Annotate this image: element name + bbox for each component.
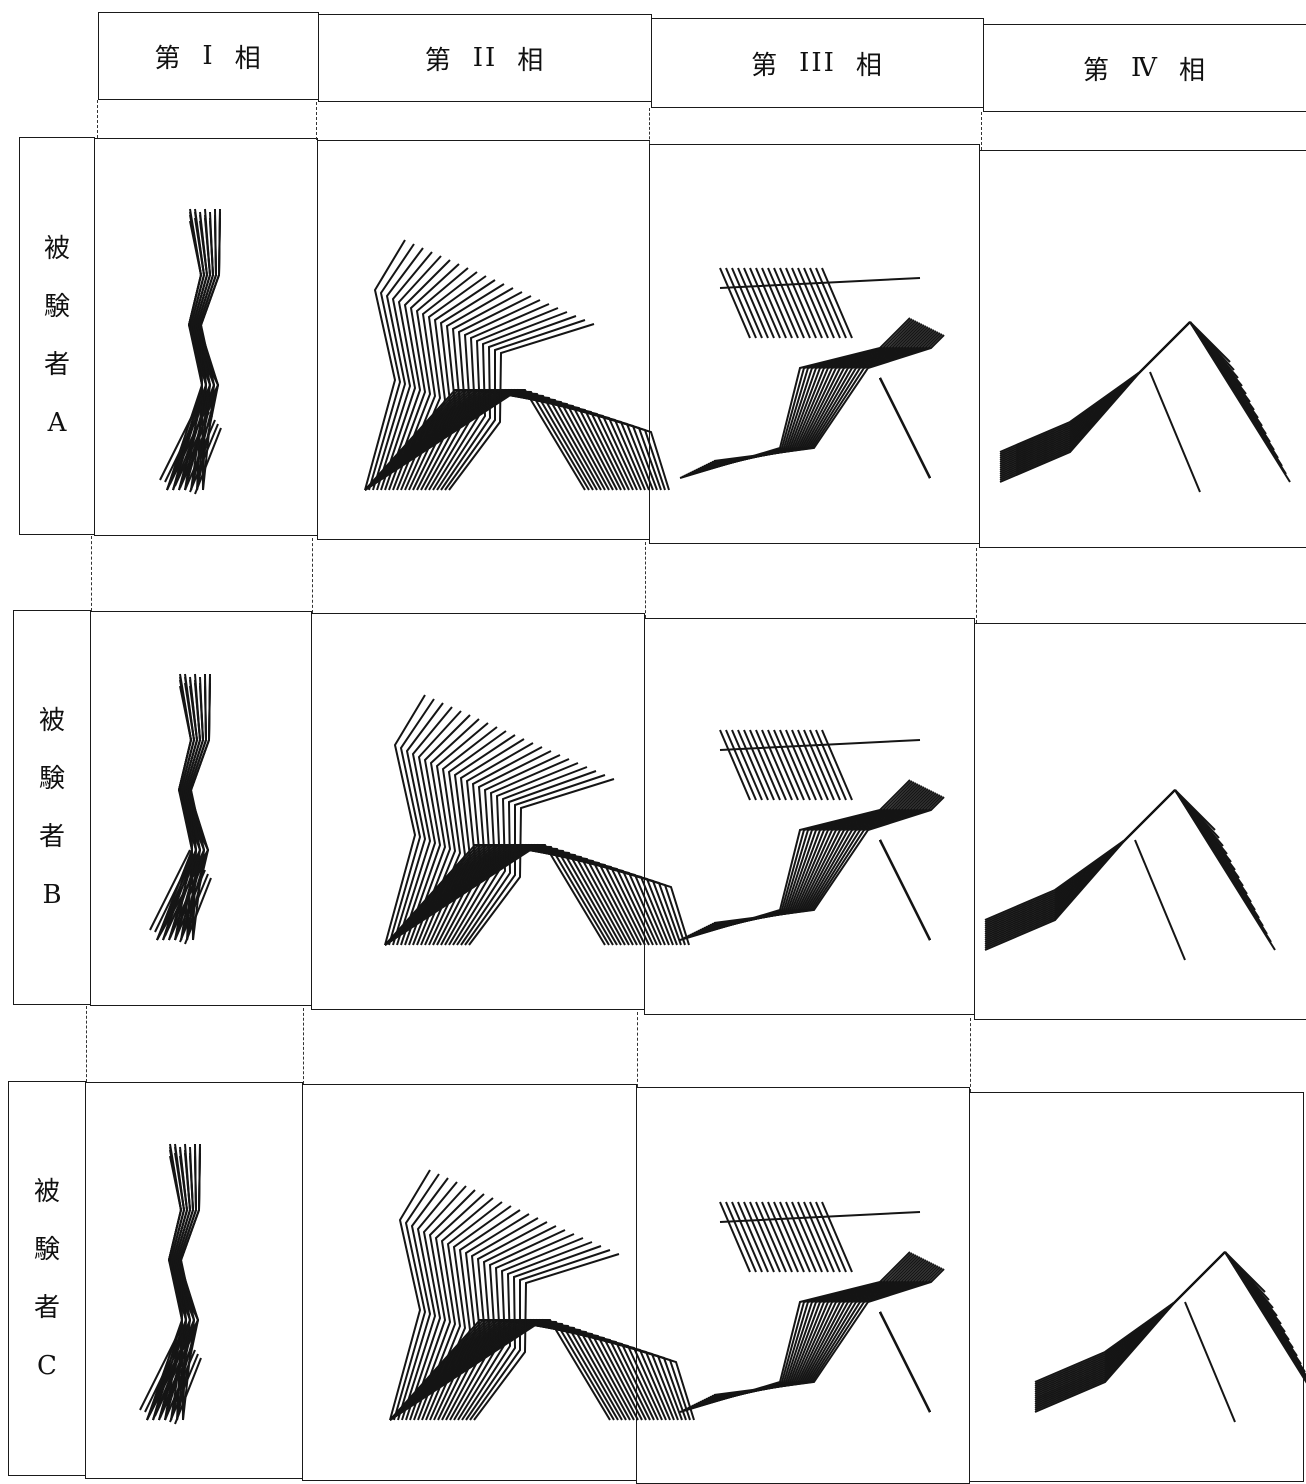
stick-figure-trail [726,730,756,800]
stick-figure-trail [1000,322,1190,452]
stick-figure-trail [880,840,930,940]
stick-figure-trail [1000,322,1190,454]
stick-figure-trail [686,321,916,475]
stick-figure-trail [816,730,846,800]
stick-figure-trail [810,268,840,338]
stick-figure-trail [684,320,914,476]
stick-figure-trail [798,268,828,338]
stick-figure-trail [985,790,1175,924]
stick-figure-trail [738,268,768,338]
stick-figure-trail [686,783,916,937]
stick-figure-trail [732,730,762,800]
stick-figure-trail [1135,840,1185,960]
stick-figure-trail [780,730,810,800]
stick-figure-trail [732,1202,762,1272]
stick-figure-trail [810,1202,840,1272]
stick-figure-trail [822,1202,852,1272]
stick-figure-trail [1185,1302,1235,1422]
stick-figure-trail [880,378,930,478]
stick-figure-trail [1225,1252,1306,1396]
stick-figure-trail [682,319,912,477]
stick-figure-trail [780,268,810,338]
stick-figure-trail [756,730,786,800]
stick-figure-trail [684,1254,914,1410]
stick-figure-trail [726,1202,756,1272]
stick-figure-trail [816,268,846,338]
stick-figure-trail [684,782,914,938]
stick-figure-trail [804,268,834,338]
stick-figure-trail [720,730,750,800]
stick-figure-trail [738,1202,768,1272]
stick-figure-trail [1225,1252,1306,1412]
stick-figure-trail [774,1202,804,1272]
stick-figure-trail [762,268,792,338]
stick-figure-trail [1150,372,1200,492]
stick-figure-trail [726,268,756,338]
stick-figure-trail [720,268,750,338]
stick-figure-trail [768,268,798,338]
stick-figure-trail [822,268,852,338]
stick-figure-trail [798,1202,828,1272]
stick-figure-trail [1035,1252,1225,1384]
stick-figure-trail [880,1312,930,1412]
stick-figure-trail [786,268,816,338]
stick-figure-trail [768,730,798,800]
stick-figure-trail [1000,322,1190,456]
stick-figure-trail [774,730,804,800]
stick-figure-trail [744,730,774,800]
stick-figure-trail [682,781,912,939]
stick-figure-trail [985,790,1175,922]
stick-figure-trail [762,730,792,800]
stick-figure-trail [682,1253,912,1411]
stick-figure-trail [780,1202,810,1272]
stick-figure-trail [1190,322,1290,482]
stick-figure-trail [1000,322,1190,458]
stick-figure-trail [822,730,852,800]
stick-figure-trail [804,730,834,800]
stick-figure-trail [810,730,840,800]
stick-figure-trail [786,1202,816,1272]
stick-figure-trail [1225,1252,1306,1404]
stick-figure-trail [732,268,762,338]
stick-figure-trail [750,730,780,800]
stick-figure-trail [1175,790,1275,950]
stick-figure-trail [792,268,822,338]
stick-figure-trail [792,1202,822,1272]
stick-figure-trail [762,1202,792,1272]
stick-figure-trail [738,730,768,800]
stick-figure-trail [750,1202,780,1272]
stick-figure-trail [750,268,780,338]
stick-figure-trail [744,1202,774,1272]
stick-figure-trail [756,1202,786,1272]
stick-figure-trail [985,790,1175,926]
stick-figure-trail [1035,1252,1225,1382]
stick-figure-trail [792,730,822,800]
stick-figure-trail [744,268,774,338]
stick-figure-trail [774,268,804,338]
stick-figure-trail [816,1202,846,1272]
stick-figure-trail [985,790,1175,920]
stick-figure-trail [768,1202,798,1272]
stick-figure-trail [804,1202,834,1272]
stick-figure-trail [1035,1252,1225,1388]
stick-figure-trail [720,1202,750,1272]
stick-figure-trail [756,268,786,338]
stick-figure-trail [1035,1252,1225,1386]
stick-figure-trail [798,730,828,800]
stick-figure-trail [686,1255,916,1409]
stick-figure-trail [786,730,816,800]
